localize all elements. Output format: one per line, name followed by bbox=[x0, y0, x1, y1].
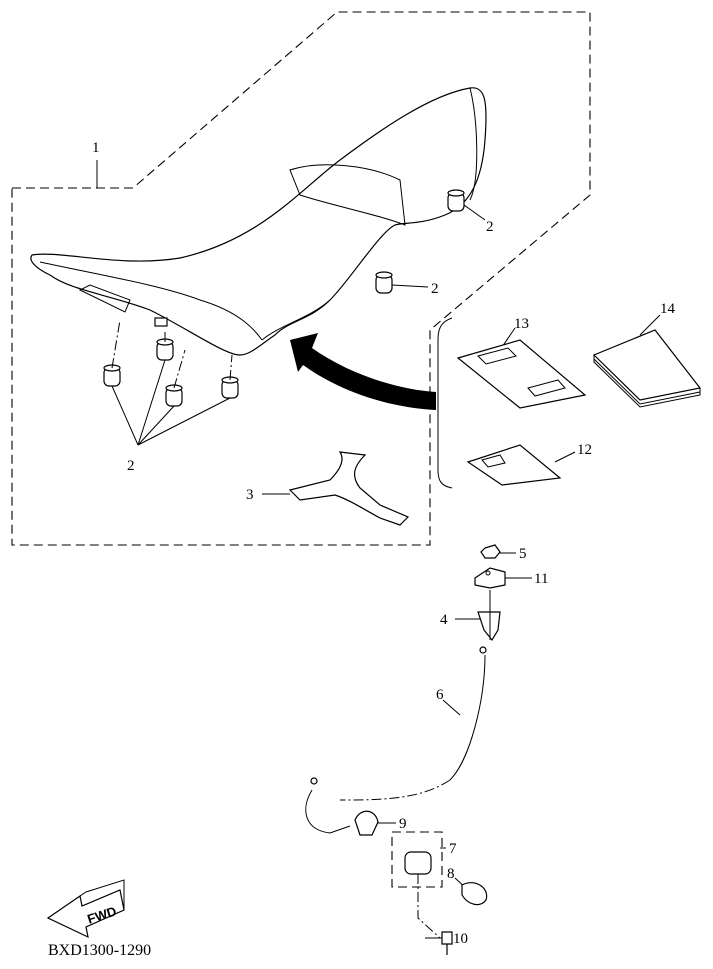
callout-7: 7 bbox=[449, 841, 457, 857]
damper bbox=[156, 338, 174, 361]
holder bbox=[354, 810, 379, 836]
callout-2: 2 bbox=[127, 458, 135, 474]
callout-10: 10 bbox=[453, 931, 468, 947]
lock-parts-drawing bbox=[305, 544, 506, 955]
callout-9: 9 bbox=[399, 816, 407, 832]
callout-14: 14 bbox=[660, 301, 676, 317]
lock-cylinder bbox=[404, 851, 432, 875]
nut bbox=[480, 544, 501, 559]
plate bbox=[474, 567, 506, 589]
strap-drawing bbox=[288, 451, 410, 526]
manual-drawing bbox=[592, 329, 702, 408]
callout-8: 8 bbox=[447, 866, 455, 882]
callout-2: 2 bbox=[486, 219, 494, 235]
callout-12: 12 bbox=[577, 442, 592, 458]
damper bbox=[221, 376, 239, 399]
callout-11: 11 bbox=[534, 571, 548, 587]
callout-13: 13 bbox=[514, 316, 529, 332]
kit-bracket bbox=[437, 317, 453, 489]
callout-2: 2 bbox=[431, 281, 439, 297]
callout-4: 4 bbox=[440, 612, 448, 628]
callout-5: 5 bbox=[519, 546, 527, 562]
seat-assembly-boundary bbox=[11, 11, 591, 546]
diagram-code: BXD1300-1290 bbox=[48, 942, 151, 959]
cable bbox=[449, 654, 486, 781]
callout-1: 1 bbox=[92, 140, 100, 156]
callout-3: 3 bbox=[246, 487, 254, 503]
install-arrow bbox=[290, 333, 436, 410]
screw bbox=[441, 931, 453, 955]
cap bbox=[461, 882, 488, 906]
fwd-arrow-icon: FWD bbox=[46, 879, 125, 939]
bracket bbox=[477, 611, 501, 642]
damper-icons bbox=[103, 189, 465, 407]
damper bbox=[447, 189, 465, 212]
bag-drawing bbox=[466, 444, 562, 486]
manual-case-drawing bbox=[456, 339, 587, 409]
seat-drawing bbox=[30, 87, 487, 356]
lock-assy-box bbox=[391, 831, 443, 888]
damper bbox=[375, 271, 393, 294]
callout-6: 6 bbox=[436, 687, 444, 703]
damper bbox=[103, 364, 121, 387]
damper bbox=[165, 384, 183, 407]
